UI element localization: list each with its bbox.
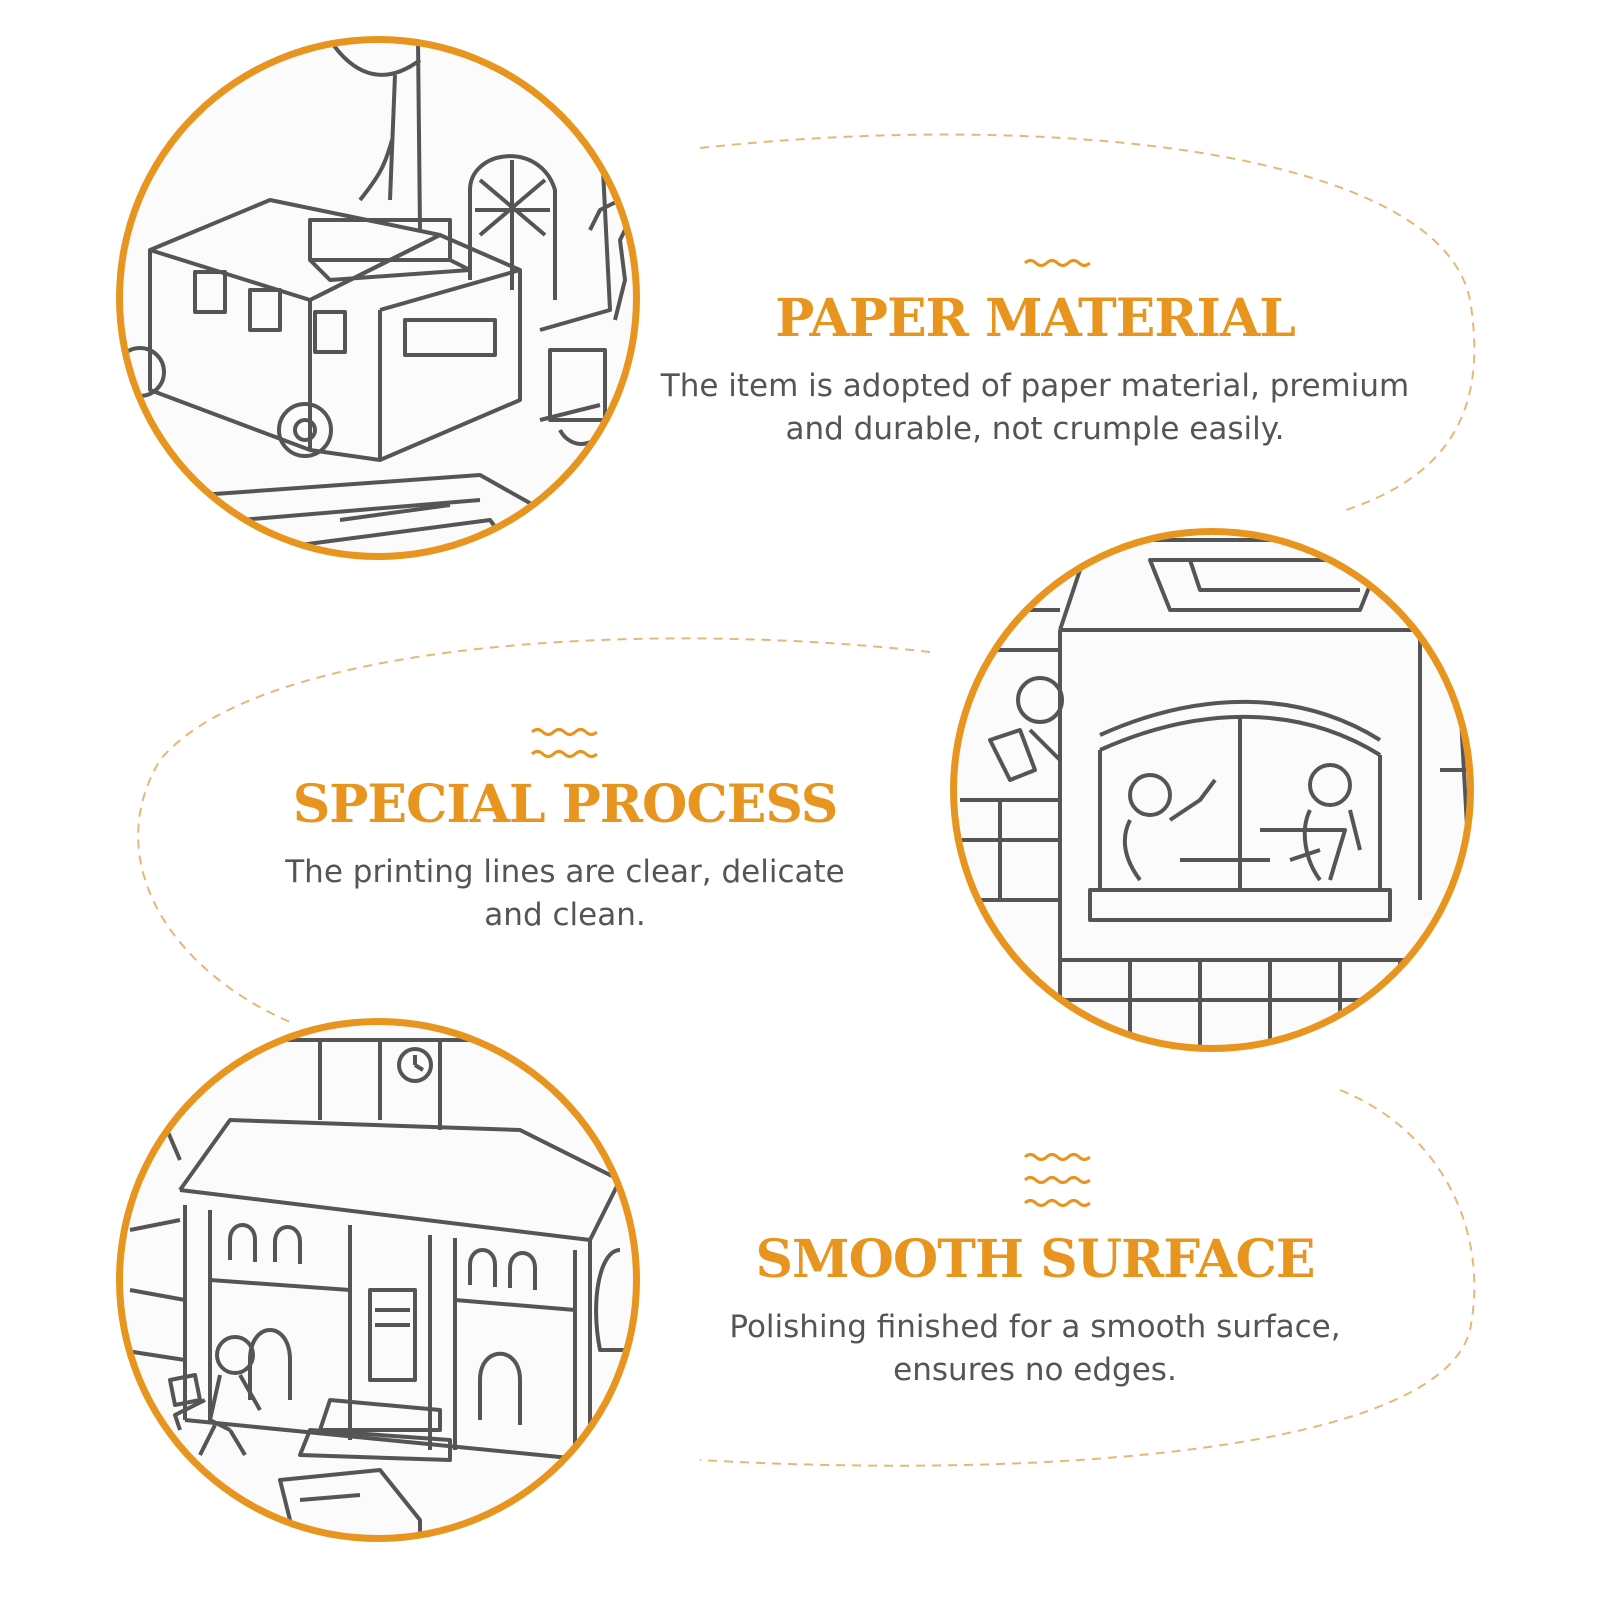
feature-description-line: ensures no edges. <box>893 1352 1177 1389</box>
feature-smooth-surface: SMOOTH SURFACE Polishing finished for a … <box>650 1223 1420 1392</box>
feature-title: SMOOTH SURFACE <box>755 1229 1316 1290</box>
feature-description-line: and durable, not crumple easily. <box>785 411 1285 448</box>
dashed-connectors <box>137 133 1476 1467</box>
feature-description-line: The printing lines are clear, delicate <box>285 854 845 891</box>
feature-description-line: Polishing finished for a smooth surface, <box>729 1309 1341 1346</box>
feature-special-process: SPECIAL PROCESS The printing lines are c… <box>180 768 950 937</box>
town-hall-coloring-illustration-icon <box>116 1018 640 1542</box>
feature-title: SPECIAL PROCESS <box>292 774 839 835</box>
feature-description-line: and clean. <box>484 897 646 934</box>
feature-description: Polishing finished for a smooth surface,… <box>650 1306 1420 1392</box>
wave-marks <box>530 259 1091 1207</box>
people-in-window-coloring-illustration-icon <box>950 528 1474 1052</box>
feature-description-line: The item is adopted of paper material, p… <box>660 368 1410 405</box>
camper-van-coloring-illustration-icon <box>116 36 640 560</box>
feature-description: The item is adopted of paper material, p… <box>650 365 1420 451</box>
feature-title: PAPER MATERIAL <box>775 288 1296 349</box>
feature-description: The printing lines are clear, delicate a… <box>180 851 950 937</box>
feature-paper-material: PAPER MATERIAL The item is adopted of pa… <box>650 282 1420 451</box>
